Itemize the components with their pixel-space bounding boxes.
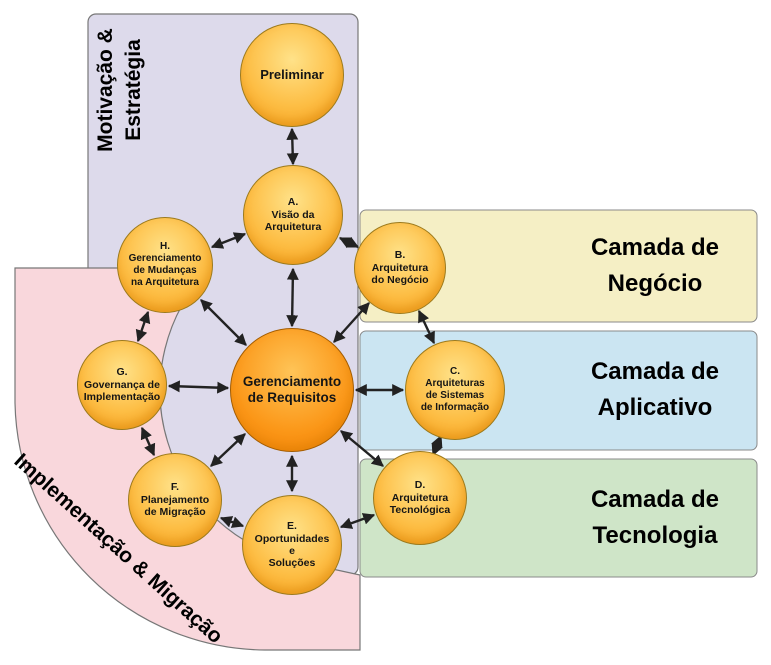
- arrow-preliminar-a: [286, 127, 299, 166]
- phase-f-migration-planning-circle: F. Planejamento de Migração: [128, 453, 222, 547]
- arrow-requirements-g: [167, 380, 230, 394]
- phase-c-information-systems-circle: C. Arquiteturas de Sistemas de Informaçã…: [405, 340, 505, 440]
- arrow-h-a: [210, 232, 247, 249]
- requirements-management-circle: Gerenciamento de Requisitos: [230, 328, 354, 452]
- arrow-b-c: [417, 309, 436, 345]
- connector-arrows: [135, 127, 443, 529]
- arrow-requirements-a: [286, 267, 299, 328]
- motivation-strategy-label: Motivação & Estratégia: [94, 28, 146, 152]
- arrow-g-h: [135, 310, 151, 343]
- phase-g-implementation-governance-circle: G. Governança de Implementação: [77, 340, 167, 430]
- arrow-requirements-f: [210, 433, 246, 467]
- phase-a-architecture-vision-circle: A. Visão da Arquitetura: [243, 165, 343, 265]
- arrow-requirements-d: [340, 430, 384, 467]
- arrow-c-d: [431, 434, 443, 457]
- arrow-d-e: [339, 513, 376, 529]
- phase-b-business-architecture-circle: B. Arquitetura do Negócio: [354, 222, 446, 314]
- business-layer-label: Camada de Negócio: [590, 234, 720, 297]
- phase-e-opportunities-solutions-circle: E. Oportunidades e Soluções: [242, 495, 342, 595]
- phase-h-change-management-circle: H. Gerenciamento de Mudanças na Arquitet…: [117, 217, 213, 313]
- technology-layer-label: Camada de Tecnologia: [590, 486, 720, 549]
- phase-preliminary-circle: Preliminar: [240, 23, 344, 127]
- arrow-requirements-b: [333, 302, 370, 343]
- arrow-e-f: [219, 516, 245, 528]
- application-layer-label: Camada de Aplicativo: [590, 358, 720, 421]
- arrow-a-b: [338, 236, 360, 249]
- phase-d-technology-architecture-circle: D. Arquitetura Tecnológica: [373, 451, 467, 545]
- arrow-requirements-h: [200, 299, 247, 346]
- arrow-f-g: [140, 426, 156, 457]
